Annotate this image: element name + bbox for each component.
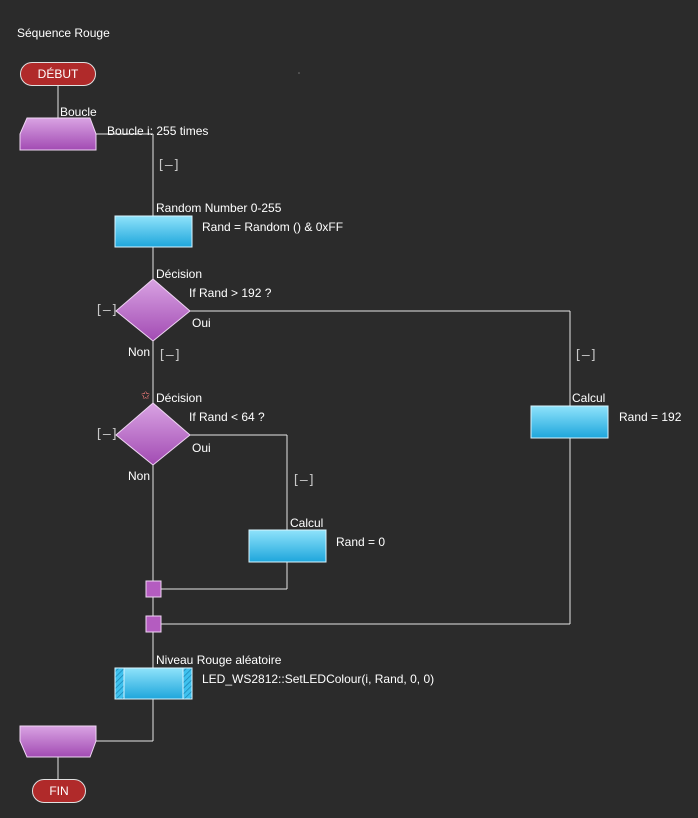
merge-point-2[interactable] — [145, 615, 162, 633]
calc-192-label: Calcul — [572, 391, 606, 405]
loop-end-block[interactable] — [19, 725, 97, 758]
decision-1-condition: If Rand > 192 ? — [189, 286, 272, 300]
merge-point-1[interactable] — [145, 580, 162, 598]
breakpoint-star-icon: ✩ — [141, 390, 151, 402]
macro-block-label: Niveau Rouge aléatoire — [156, 653, 282, 667]
collapse-toggle-decision-1-yes[interactable]: [–] — [574, 348, 598, 363]
decision-1-label: Décision — [156, 267, 203, 281]
decision-2-yes-label: Oui — [192, 441, 211, 455]
collapse-toggle-decision-2-yes[interactable]: [–] — [292, 473, 316, 488]
flowchart-title: Séquence Rouge — [17, 26, 110, 40]
calc-0-code: Rand = 0 — [336, 535, 386, 549]
macro-block[interactable] — [114, 667, 193, 700]
loop-description: Boucle i: 255 times — [107, 124, 209, 138]
collapse-toggle-decision-1[interactable]: [–] — [95, 303, 119, 318]
calc-0-block[interactable] — [248, 529, 327, 563]
calc-0-label: Calcul — [290, 516, 324, 530]
end-terminal[interactable]: FIN — [32, 779, 86, 803]
decision-1-yes-label: Oui — [192, 316, 211, 330]
connector-lines — [57, 86, 571, 779]
decision-2-label: Décision — [156, 391, 203, 405]
decision-2-no-label: Non — [128, 469, 151, 483]
canvas-dot — [298, 72, 300, 74]
collapse-toggle-decision-2[interactable]: [–] — [95, 427, 119, 442]
random-number-block[interactable] — [114, 215, 193, 248]
loop-label: Boucle — [60, 105, 97, 119]
calc-192-code: Rand = 192 — [619, 410, 682, 424]
decision-2-condition: If Rand < 64 ? — [189, 410, 265, 424]
collapse-toggle-loop[interactable]: [–] — [157, 158, 181, 173]
macro-block-code: LED_WS2812::SetLEDColour(i, Rand, 0, 0) — [202, 672, 435, 686]
decision-1-no-label: Non — [128, 345, 151, 359]
loop-start-block[interactable] — [19, 117, 97, 151]
collapse-toggle-decision-1-no[interactable]: [–] — [158, 348, 182, 363]
random-block-code: Rand = Random () & 0xFF — [202, 220, 344, 234]
start-terminal[interactable]: DÉBUT — [20, 62, 96, 86]
calc-192-block[interactable] — [530, 405, 609, 439]
decision-1-diamond[interactable] — [115, 278, 191, 342]
decision-2-diamond[interactable] — [115, 402, 191, 466]
random-block-label: Random Number 0-255 — [156, 201, 282, 215]
